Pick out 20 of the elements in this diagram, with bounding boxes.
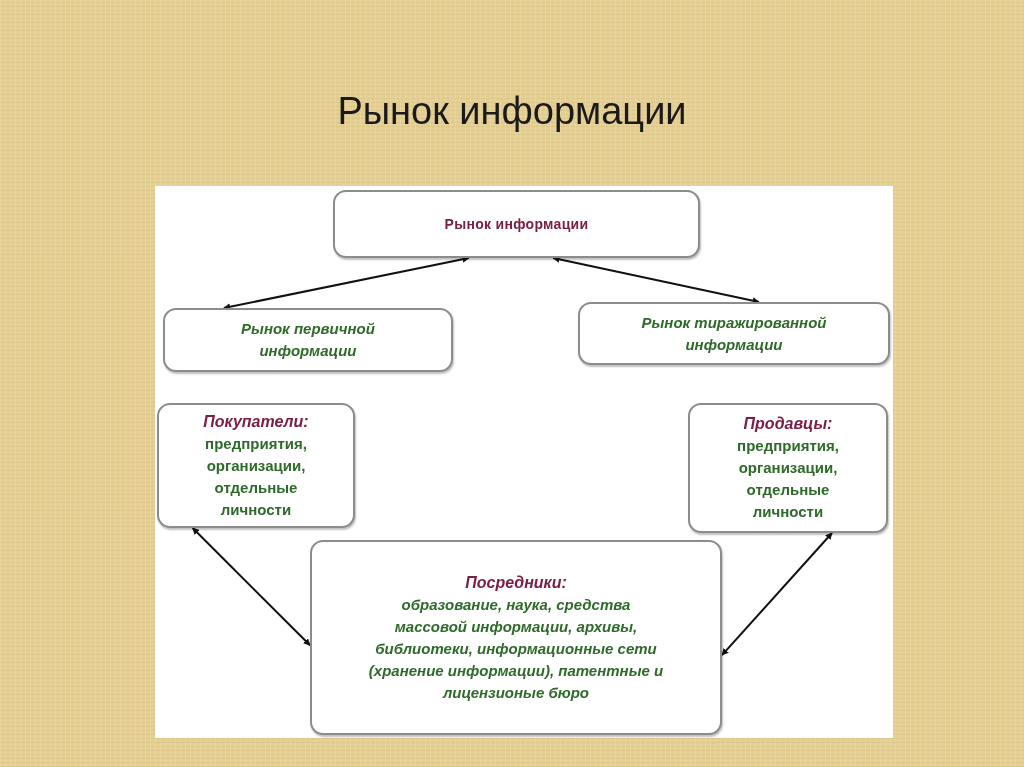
box-text: Рынок тиражированной информации [640,312,828,355]
rounded-box [163,308,453,372]
box-text: образование, наука, средства массовой информации, архивы, библиотеки, информационные сети (хранение информации), патентные и лицензионые бюро [367,594,665,703]
double-arrow [191,527,311,647]
box-text: Рынок информации [444,215,589,234]
rounded-box [333,190,700,258]
double-arrow [552,255,760,305]
rounded-box [688,403,888,533]
box-text: Рынок первичной информации [240,319,376,361]
slide-title: Рынок информации [336,89,688,134]
box-heading: Посредники: [465,572,567,593]
rounded-box [157,403,355,528]
double-arrow [721,532,833,657]
box-heading: Продавцы: [743,414,833,434]
rounded-box [310,540,722,735]
rounded-box [578,302,890,365]
box-text: предприятия, организации, отдельные личности [204,433,308,520]
double-arrow [222,255,470,311]
box-text: предприятия, организации, отдельные личности [736,436,840,522]
box-heading: Покупатели: [203,411,309,432]
